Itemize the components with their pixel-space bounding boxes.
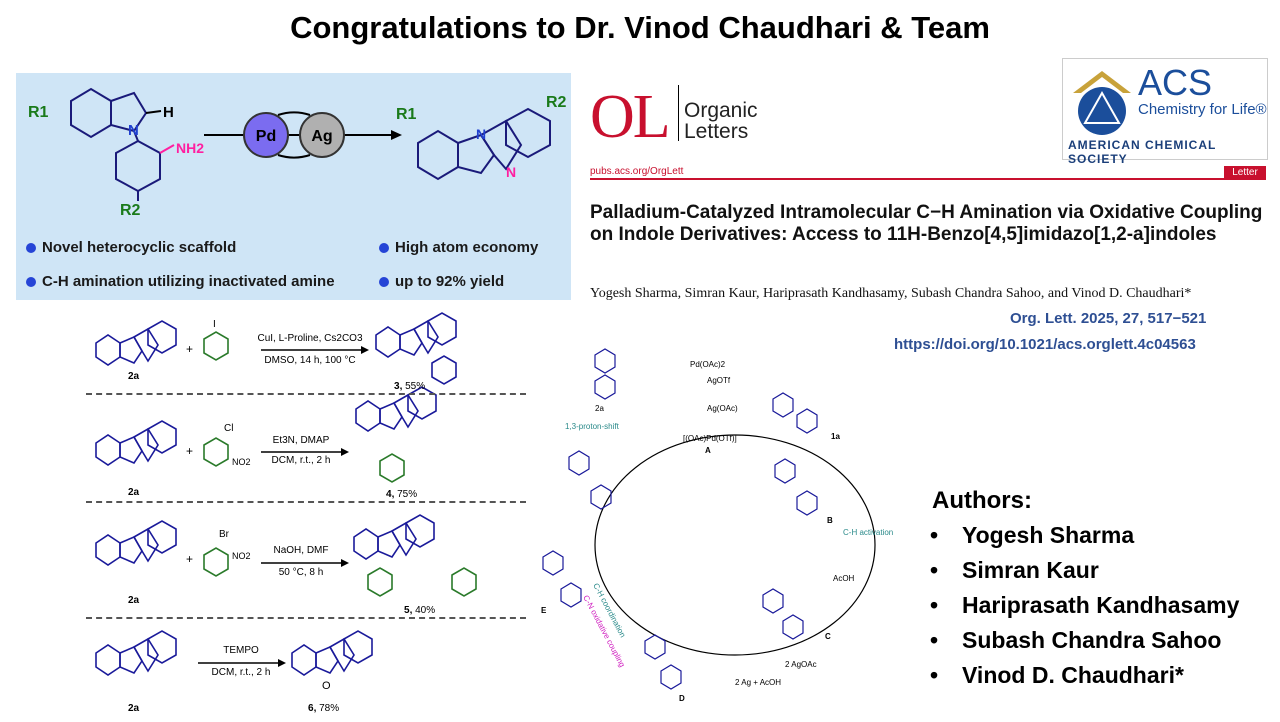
ch-activation-label: C-H activation bbox=[843, 528, 893, 537]
ketone-o-label: O bbox=[322, 680, 331, 692]
svg-text:+: + bbox=[186, 444, 193, 458]
author-item: Yogesh Sharma bbox=[930, 518, 1239, 553]
agoac-label: Ag(OAc) bbox=[707, 404, 738, 413]
authors-heading: Authors: bbox=[932, 487, 1032, 514]
ol-logo: OL bbox=[590, 83, 671, 151]
acs-abbr: ACS bbox=[1138, 62, 1213, 103]
derivatization-scheme: + + + I Cl NO2 Br NO2 O CuI, L-Proline, Cs… bbox=[86, 305, 526, 717]
bullet-atom-economy: High atom economy bbox=[379, 239, 538, 256]
author-item: Vinod D. Chaudhari* bbox=[930, 658, 1239, 693]
author-item: Simran Kaur bbox=[930, 553, 1239, 588]
row1-reagents: CuI, L-Proline, Cs2CO3 bbox=[257, 333, 363, 344]
product-r1-label: R1 bbox=[396, 106, 417, 123]
author-item: Hariprasath Kandhasamy bbox=[930, 588, 1239, 623]
label-d: D bbox=[679, 694, 685, 703]
product-n2-label: N bbox=[506, 164, 516, 180]
row3-start-label: 2a bbox=[128, 595, 140, 606]
acs-logo-box bbox=[1062, 58, 1268, 160]
acoh-label: AcOH bbox=[833, 574, 855, 583]
logo-divider bbox=[678, 85, 679, 141]
row1-conditions: DMSO, 14 h, 100 °C bbox=[264, 355, 356, 366]
row2-start-label: 2a bbox=[128, 487, 140, 498]
bullet-novel-scaffold: Novel heterocyclic scaffold bbox=[26, 239, 236, 256]
agotf-label: AgOTf bbox=[707, 376, 731, 385]
authors-list: Yogesh Sharma Simran Kaur Hariprasath Ka… bbox=[930, 518, 1239, 693]
article-type-badge: Letter bbox=[1224, 166, 1266, 180]
agoac-in-label: 2 AgOAc bbox=[785, 660, 817, 669]
row2-conditions: DCM, r.t., 2 h bbox=[271, 455, 331, 466]
h-label: H bbox=[163, 104, 174, 121]
row3-conditions: 50 °C, 8 h bbox=[278, 567, 324, 578]
label-b: B bbox=[827, 516, 833, 525]
header-rule bbox=[590, 178, 1266, 180]
row1-product-label: 3, 55% bbox=[394, 381, 426, 392]
nitro-label-row3: NO2 bbox=[232, 551, 251, 561]
row4-conditions: DCM, r.t., 2 h bbox=[211, 667, 271, 678]
catalytic-cycle-mechanism: 2a Pd(OAc)2 AgOTf Ag(OAc) [(OAc)Pd(OTf)]… bbox=[535, 345, 915, 717]
label-a: A bbox=[705, 446, 711, 455]
author-item: Subash Chandra Sahoo bbox=[930, 623, 1239, 658]
pd-catalyst-circle bbox=[243, 112, 289, 158]
pd-oac2-label: Pd(OAc)2 bbox=[690, 360, 726, 369]
chloro-label: Cl bbox=[224, 423, 233, 434]
graphical-abstract: R1 N H NH2 R2 Pd Ag R1 R2 N N Novel hete… bbox=[16, 73, 571, 300]
svg-text:+: + bbox=[186, 552, 193, 566]
bromo-label: Br bbox=[219, 529, 230, 540]
iodo-label: I bbox=[213, 319, 216, 330]
scheme-structures bbox=[95, 312, 477, 676]
article-title: Palladium-Catalyzed Intramolecular C−H A… bbox=[590, 202, 1263, 245]
label-e: E bbox=[541, 606, 547, 615]
article-authors: Yogesh Sharma, Simran Kaur, Hariprasath … bbox=[590, 286, 1192, 301]
headline: Congratulations to Dr. Vinod Chaudhari &… bbox=[290, 10, 990, 45]
product-structure bbox=[417, 107, 551, 181]
row2-product-label: 4, 75% bbox=[386, 489, 418, 500]
article-citation: Org. Lett. 2025, 27, 517−521 bbox=[1010, 310, 1207, 327]
scheme-svg: + + + I Cl NO2 Br NO2 O bbox=[95, 312, 477, 692]
row1-start-label: 2a bbox=[128, 371, 140, 382]
label-1a: 1a bbox=[831, 432, 840, 441]
acs-tagline: Chemistry for Life® bbox=[1138, 101, 1267, 118]
reaction-scheme-svg: R1 N H NH2 R2 Pd Ag R1 R2 N N bbox=[28, 87, 567, 219]
row4-reagents: TEMPO bbox=[223, 645, 259, 656]
row4-product-label: 6, 78% bbox=[308, 703, 340, 714]
acs-full-name: AMERICAN CHEMICAL SOCIETY bbox=[1068, 138, 1217, 166]
mechanism-svg: 2a Pd(OAc)2 AgOTf Ag(OAc) [(OAc)Pd(OTf)]… bbox=[541, 348, 893, 703]
bullet-yield: up to 92% yield bbox=[379, 273, 504, 290]
n-label: N bbox=[128, 122, 139, 139]
row2-reagents: Et3N, DMAP bbox=[272, 435, 330, 446]
complex-a-label: [(OAc)Pd(OTf)] bbox=[683, 434, 737, 443]
nitro-label-row2: NO2 bbox=[232, 457, 251, 467]
row3-product-label: 5, 40% bbox=[404, 605, 436, 616]
r1-label: R1 bbox=[28, 104, 49, 121]
row3-reagents: NaOH, DMF bbox=[273, 545, 329, 556]
product-r2-label: R2 bbox=[546, 94, 567, 111]
svg-text:+: + bbox=[186, 342, 193, 356]
r2-label: R2 bbox=[120, 202, 141, 219]
proton-shift-label: 1,3-proton-shift bbox=[565, 422, 620, 431]
starting-material-structure bbox=[70, 87, 161, 193]
article-doi[interactable]: https://doi.org/10.1021/acs.orglett.4c04… bbox=[894, 336, 1196, 353]
ag-catalyst-circle bbox=[299, 112, 345, 158]
ag-out-label: 2 Ag + AcOH bbox=[735, 678, 781, 687]
label-c: C bbox=[825, 632, 831, 641]
label-2a: 2a bbox=[595, 404, 604, 413]
acs-emblem-icon bbox=[1073, 71, 1131, 135]
product-n-label: N bbox=[476, 126, 486, 142]
mechanism-structures bbox=[542, 348, 818, 690]
pd-label: Pd bbox=[256, 128, 276, 145]
row4-start-label: 2a bbox=[128, 703, 140, 714]
bullet-ch-amination: C-H amination utilizing inactivated amin… bbox=[26, 273, 335, 290]
nh2-label: NH2 bbox=[176, 140, 204, 156]
journal-url: pubs.acs.org/OrgLett bbox=[590, 166, 684, 177]
ag-label: Ag bbox=[311, 128, 332, 145]
